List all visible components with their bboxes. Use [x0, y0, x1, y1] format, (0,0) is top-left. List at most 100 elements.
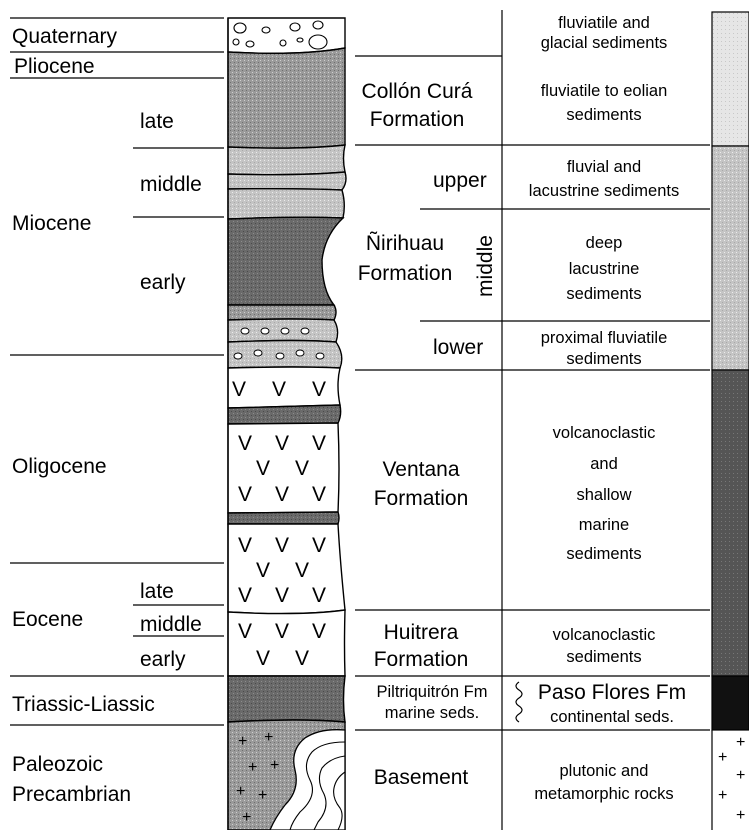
v-symbol: V — [238, 483, 252, 506]
v-symbol: V — [238, 432, 252, 455]
nirihuau-upper-bed-3 — [228, 189, 344, 219]
age-eocene-middle: middle — [140, 613, 202, 636]
formation-nirihuau-title: Ñirihuau — [366, 231, 444, 255]
env-upper-line2: lacustrine sediments — [529, 182, 679, 200]
plus-symbol: + — [718, 787, 727, 804]
plus-symbol: + — [236, 783, 245, 800]
nirihuau-lower-bed-1 — [228, 305, 336, 320]
formation-collon-cura-subtitle: Formation — [370, 108, 465, 131]
nirihuau-lower-bed-3 — [228, 341, 342, 369]
age-eocene-early: early — [140, 648, 186, 671]
plus-symbol: + — [264, 729, 273, 746]
formation-huitrera-title: Huitrera — [384, 621, 459, 644]
bar-plutonic-symbols: + + + + + — [718, 734, 745, 824]
bar-segment-light — [712, 12, 749, 146]
v-symbol: V — [312, 534, 326, 557]
v-symbol: V — [312, 432, 326, 455]
env-middle-line3: sediments — [566, 285, 641, 303]
bar-segment-medium — [712, 146, 749, 370]
age-paleozoic: Paleozoic — [12, 753, 103, 776]
v-symbol: V — [312, 483, 326, 506]
env-ventana-line1: volcanoclastic — [553, 424, 656, 442]
collon-cura-layer — [228, 48, 345, 148]
v-symbol: V — [275, 620, 289, 643]
env-collon-cura-line2: sediments — [566, 106, 641, 124]
formation-piltriquitron-title: Piltriquitrón Fm — [377, 683, 488, 701]
age-miocene-late: late — [140, 110, 174, 133]
age-miocene: Miocene — [12, 212, 91, 235]
v-symbol: V — [312, 378, 326, 401]
environment-labels: fluviatile and glacial sediments fluviat… — [529, 14, 686, 803]
formation-ventana-subtitle: Formation — [374, 487, 469, 510]
env-huitrera-line1: volcanoclastic — [553, 626, 656, 644]
nirihuau-middle-layer — [228, 217, 343, 305]
v-symbol: V — [238, 584, 252, 607]
age-precambrian: Precambrian — [12, 783, 131, 806]
ventana-dark-parting-2 — [228, 512, 339, 524]
unconformity-squiggle — [516, 682, 522, 722]
env-ventana-line4: marine — [579, 516, 629, 534]
nirihuau-upper-bed-2 — [228, 172, 346, 190]
v-symbol: V — [295, 559, 309, 582]
age-miocene-middle: middle — [140, 173, 202, 196]
nirihuau-lower-label: lower — [433, 336, 483, 359]
v-symbol: V — [275, 432, 289, 455]
ventana-dark-parting-1 — [228, 405, 341, 424]
v-symbol: V — [275, 534, 289, 557]
age-eocene: Eocene — [12, 608, 83, 631]
plus-symbol: + — [736, 767, 745, 784]
plus-symbol: + — [238, 733, 247, 750]
env-middle-line2: lacustrine — [569, 260, 640, 278]
v-symbol: V — [238, 534, 252, 557]
age-pliocene: Pliocene — [14, 55, 95, 78]
formation-huitrera-subtitle: Formation — [374, 648, 469, 671]
env-upper-line1: fluvial and — [567, 158, 641, 176]
env-basement-line2: metamorphic rocks — [534, 785, 673, 803]
v-symbol: V — [232, 378, 246, 401]
formation-labels: Collón Curá Formation upper Ñirihuau For… — [358, 80, 497, 789]
env-ventana-line5: sediments — [566, 545, 641, 563]
formation-nirihuau-subtitle: Formation — [358, 262, 453, 285]
env-middle-line1: deep — [586, 234, 623, 252]
lithologic-column — [228, 18, 346, 830]
v-symbol: V — [275, 483, 289, 506]
plus-symbol: + — [718, 749, 727, 766]
v-symbol: V — [295, 647, 309, 670]
env-paso-flores-line2: continental seds. — [550, 708, 674, 726]
age-miocene-early: early — [140, 271, 186, 294]
formation-collon-cura-title: Collón Curá — [362, 80, 473, 103]
env-quaternary-line2: glacial sediments — [541, 34, 668, 52]
plus-symbol: + — [258, 787, 267, 804]
plus-symbol: + — [270, 757, 279, 774]
v-symbol: V — [295, 457, 309, 480]
v-symbol: V — [256, 559, 270, 582]
formation-ventana-title: Ventana — [382, 458, 459, 481]
nirihuau-middle-label: middle — [474, 235, 497, 297]
v-symbol: V — [312, 584, 326, 607]
bar-segment-black — [712, 676, 749, 730]
v-symbol: V — [256, 457, 270, 480]
conglomerate-layer-top — [228, 18, 345, 53]
shading-bar — [712, 12, 749, 830]
triassic-dark-layer — [228, 676, 345, 722]
env-quaternary-line1: fluviatile and — [558, 14, 650, 32]
nirihuau-upper-label: upper — [433, 169, 487, 192]
bar-segment-dark — [712, 370, 749, 676]
age-quaternary: Quaternary — [12, 25, 118, 48]
env-collon-cura-line1: fluviatile to eolian — [541, 82, 668, 100]
env-ventana-line2: and — [590, 455, 618, 473]
env-paso-flores-line1: Paso Flores Fm — [538, 681, 686, 704]
formation-piltriquitron-subtitle: marine seds. — [385, 704, 479, 722]
age-eocene-late: late — [140, 580, 174, 603]
env-ventana-line3: shallow — [576, 486, 631, 504]
plus-symbol: + — [248, 759, 257, 776]
formation-basement: Basement — [374, 766, 469, 789]
v-symbol: V — [272, 378, 286, 401]
age-triassic-liassic: Triassic-Liassic — [12, 693, 155, 716]
v-symbol: V — [312, 620, 326, 643]
nirihuau-upper-bed-1 — [228, 145, 345, 175]
plus-symbol: + — [736, 807, 745, 824]
plus-symbol: + — [736, 734, 745, 751]
v-symbol: V — [238, 620, 252, 643]
